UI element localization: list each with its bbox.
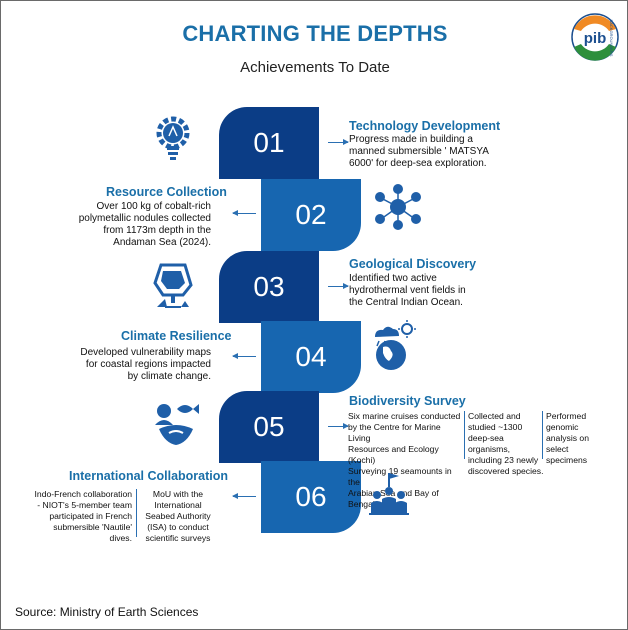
geology-map-icon: [153, 263, 193, 308]
biodiversity-icon: [155, 404, 199, 445]
step-number: 02: [295, 199, 327, 230]
collaboration-handshake-icon: [369, 473, 409, 515]
logo-text: pib: [584, 30, 607, 47]
step-number: 04: [295, 341, 327, 372]
lightbulb-gear-icon: [156, 116, 190, 160]
step-03-block: 03: [219, 251, 319, 323]
step-05-block: 05: [219, 391, 319, 463]
step-number: 01: [253, 127, 285, 158]
resource-network-icon: [375, 184, 421, 230]
pib-logo: pib BACKGROUNDERS: [571, 13, 619, 61]
step-04-block: 04: [261, 321, 361, 393]
step-number: 05: [253, 411, 285, 442]
step-05-heading: Biodiversity Survey: [349, 394, 466, 408]
divider: [542, 411, 543, 459]
arrow-right-01: [328, 139, 349, 145]
step-02-block: 02: [261, 179, 361, 251]
step-number: 06: [295, 481, 327, 512]
arrow-left-04: [232, 353, 256, 359]
step-02-heading: Resource Collection: [106, 185, 227, 199]
arrow-left-06: [232, 493, 256, 499]
step-number: 03: [253, 271, 285, 302]
step-01-heading: Technology Development: [349, 119, 501, 133]
step-04-heading: Climate Resilience: [121, 329, 232, 343]
divider: [136, 489, 137, 537]
step-01-block: 01: [219, 107, 319, 179]
logo-subtext: BACKGROUNDERS: [609, 20, 614, 57]
step-03-heading: Geological Discovery: [349, 257, 477, 271]
page-subtitle: Achievements To Date: [240, 59, 390, 76]
step-06-block: 06: [261, 461, 361, 533]
step-06-heading: International Collaboration: [69, 469, 229, 483]
step-06-col-1: Indo-French collaboration- NIOT's 5-memb…: [34, 489, 132, 543]
climate-globe-icon: [375, 320, 416, 370]
arrow-right-05: [328, 423, 349, 429]
arrow-left-02: [232, 210, 256, 216]
divider: [464, 411, 465, 459]
source-note: Source: Ministry of Earth Sciences: [15, 605, 199, 619]
page-title: CHARTING THE DEPTHS: [182, 21, 448, 46]
arrow-right-03: [328, 283, 349, 289]
